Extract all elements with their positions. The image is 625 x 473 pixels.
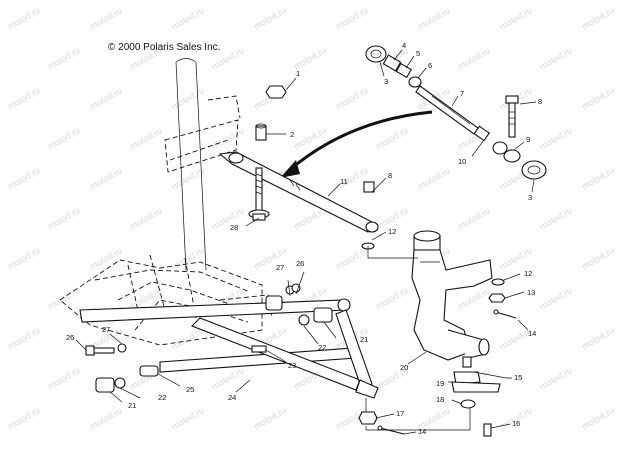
right-hardware	[361, 242, 517, 319]
watermark-text: motod.ru	[252, 5, 288, 31]
callout-8: 8	[538, 97, 542, 106]
watermark-text: motod.ru	[128, 125, 164, 151]
watermark-text: motod.ru	[456, 45, 492, 71]
watermark-text: motod.ru	[374, 125, 410, 151]
watermark-text: motod.ru	[334, 5, 370, 31]
callout-21: 21	[128, 401, 136, 410]
watermark-text: motod.ru	[88, 85, 124, 111]
callout-4: 4	[402, 41, 406, 50]
watermark-text: motod.ru	[538, 365, 574, 391]
callout-14: 14	[528, 329, 536, 338]
callout-22: 22	[158, 393, 166, 402]
watermark-text: motod.ru	[456, 205, 492, 231]
watermark-text: motod.ru	[252, 405, 288, 431]
watermark-text: motod.ru	[580, 245, 616, 271]
watermark-text: motod.ru	[6, 245, 42, 271]
watermark-text: motod.ru	[46, 365, 82, 391]
watermark-text: motod.ru	[210, 205, 246, 231]
callout-12: 12	[388, 227, 396, 236]
watermark-text: motod.ru	[416, 165, 452, 191]
callout-18: 18	[436, 395, 444, 404]
watermark-text: motod.ru	[374, 285, 410, 311]
callout-25: 25	[186, 385, 194, 394]
callout-27: 27	[102, 325, 110, 334]
callout-1: 1	[296, 69, 300, 78]
frame-outline	[59, 58, 273, 346]
watermark-text: motod.ru	[538, 205, 574, 231]
watermark-text: motod.ru	[6, 325, 42, 351]
callout-15: 15	[514, 373, 522, 382]
callout-11: 11	[340, 177, 348, 186]
watermark-text: motod.ru	[6, 5, 42, 31]
watermark-text: motod.ru	[334, 245, 370, 271]
steering-post-parts	[255, 85, 287, 141]
watermark-text: motod.ru	[580, 325, 616, 351]
watermark-text: motod.ru	[6, 165, 42, 191]
callout-13: 13	[527, 288, 535, 297]
callout-17: 17	[396, 409, 404, 418]
watermark-text: motod.ru	[170, 245, 206, 271]
callout-16: 16	[512, 419, 520, 428]
watermark-text: motod.ru	[498, 5, 534, 31]
callout-10: 10	[458, 157, 466, 166]
watermark-text: motod.ru	[498, 245, 534, 271]
spindle-knuckle	[411, 230, 493, 361]
callout-26: 26	[66, 333, 74, 342]
watermark-text: motod.ru	[456, 285, 492, 311]
callout-6: 6	[428, 61, 432, 70]
callout-24: 24	[228, 393, 236, 402]
watermark-text: motod.ru	[128, 205, 164, 231]
callout-14: 14	[418, 427, 426, 436]
callout-23: 23	[288, 361, 296, 370]
ball-joint	[451, 356, 501, 437]
callout-28: 28	[230, 223, 238, 232]
a-arm-hardware	[85, 283, 333, 393]
callout-2: 2	[290, 130, 294, 139]
watermark-text: motod.ru	[6, 85, 42, 111]
watermark-text: motod.ru	[580, 405, 616, 431]
watermark-text: motod.ru	[46, 45, 82, 71]
watermark-text: motod.ru	[580, 85, 616, 111]
callout-21: 21	[360, 335, 368, 344]
direction-arrow	[280, 110, 433, 178]
callout-8: 8	[388, 171, 392, 180]
watermark-text: motod.ru	[88, 5, 124, 31]
callout-19: 19	[436, 379, 444, 388]
tie-rod-assembly	[365, 45, 547, 180]
callout-3: 3	[384, 77, 388, 86]
callout-26: 26	[296, 259, 304, 268]
callout-20: 20	[400, 363, 408, 372]
watermark-text: motod.ru	[292, 45, 328, 71]
bolt-28	[248, 167, 270, 221]
watermark-text: motod.ru	[170, 85, 206, 111]
watermark-text: motod.ru	[170, 405, 206, 431]
callout-5: 5	[416, 49, 420, 58]
callout-9: 9	[526, 135, 530, 144]
callout-12: 12	[524, 269, 532, 278]
callout-27: 27	[276, 263, 284, 272]
watermark-text: motod.ru	[88, 405, 124, 431]
watermark-text: motod.ru	[334, 85, 370, 111]
watermark-text: motod.ru	[210, 125, 246, 151]
copyright-notice: © 2000 Polaris Sales Inc.	[108, 42, 221, 53]
callout-7: 7	[460, 89, 464, 98]
watermark-text: motod.ru	[46, 205, 82, 231]
watermark-text: motod.ru	[580, 165, 616, 191]
watermark-text: motod.ru	[538, 285, 574, 311]
watermark-text: motod.ru	[580, 5, 616, 31]
watermark-text: motod.ru	[88, 165, 124, 191]
callout-3: 3	[528, 193, 532, 202]
watermark-text: motod.ru	[46, 125, 82, 151]
watermark-text: motod.ru	[416, 5, 452, 31]
watermark-text: motod.ru	[88, 245, 124, 271]
callout-labels: 1 2 3 3 4 5 6 7 8 8 9 10 11 12 12 13 14 …	[66, 41, 542, 436]
callout-22: 22	[318, 343, 326, 352]
watermark-text: motod.ru	[538, 125, 574, 151]
watermark-text: motod.ru	[538, 45, 574, 71]
watermark-text: motod.ru	[6, 405, 42, 431]
watermark-text: motod.ru	[170, 5, 206, 31]
leader-lines	[75, 49, 537, 435]
